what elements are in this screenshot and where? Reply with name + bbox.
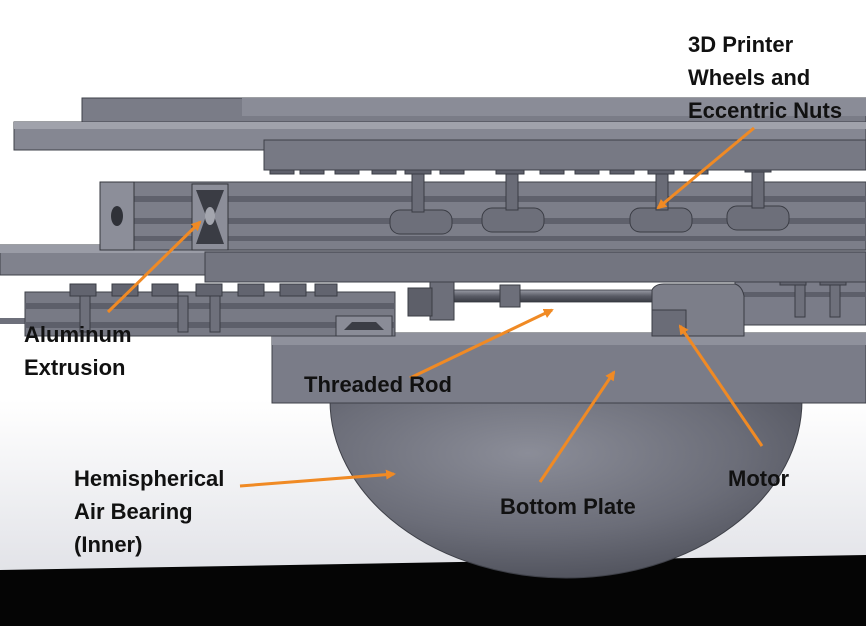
- arrow-aluminum-extrusion: [106, 220, 202, 314]
- label-air-bearing: Hemispherical Air Bearing (Inner): [74, 462, 224, 561]
- label-aluminum-extrusion: Aluminum Extrusion: [24, 318, 132, 384]
- upper-extrusion-rails: [99, 159, 866, 251]
- label-line: (Inner): [74, 532, 143, 557]
- label-line: 3D Printer: [688, 32, 794, 57]
- label-line: Extrusion: [24, 355, 126, 380]
- label-line: Hemispherical: [74, 466, 225, 491]
- threaded-rod-assembly: [407, 281, 655, 321]
- arrow-air-bearing: [239, 469, 396, 488]
- label-line: Bottom Plate: [500, 494, 636, 519]
- hemispherical-air-bearing: [329, 399, 803, 579]
- arrow-threaded-rod: [409, 308, 554, 380]
- label-printer-wheels: 3D Printer Wheels and Eccentric Nuts: [688, 28, 842, 127]
- label-line: Wheels and: [688, 65, 811, 90]
- callout-arrows: [106, 126, 764, 488]
- middle-plate: [0, 244, 866, 283]
- arrow-printer-wheels: [656, 126, 755, 210]
- label-line: Eccentric Nuts: [688, 98, 843, 123]
- label-bottom-plate: Bottom Plate: [500, 490, 636, 523]
- arrow-motor: [678, 324, 764, 447]
- label-motor: Motor: [728, 462, 789, 495]
- label-line: Threaded Rod: [304, 372, 452, 397]
- top-plate: [13, 97, 866, 171]
- lower-rail-assembly: [24, 274, 866, 337]
- arrow-bottom-plate: [538, 370, 616, 483]
- label-threaded-rod: Threaded Rod: [304, 368, 452, 401]
- ground-shadow: [0, 555, 866, 626]
- top-blank: [0, 0, 866, 96]
- label-line: Air Bearing: [74, 499, 193, 524]
- label-line: Aluminum: [24, 322, 132, 347]
- label-line: Motor: [728, 466, 790, 491]
- aluminum-extrusion-profile: [99, 181, 229, 251]
- motor: [651, 283, 745, 337]
